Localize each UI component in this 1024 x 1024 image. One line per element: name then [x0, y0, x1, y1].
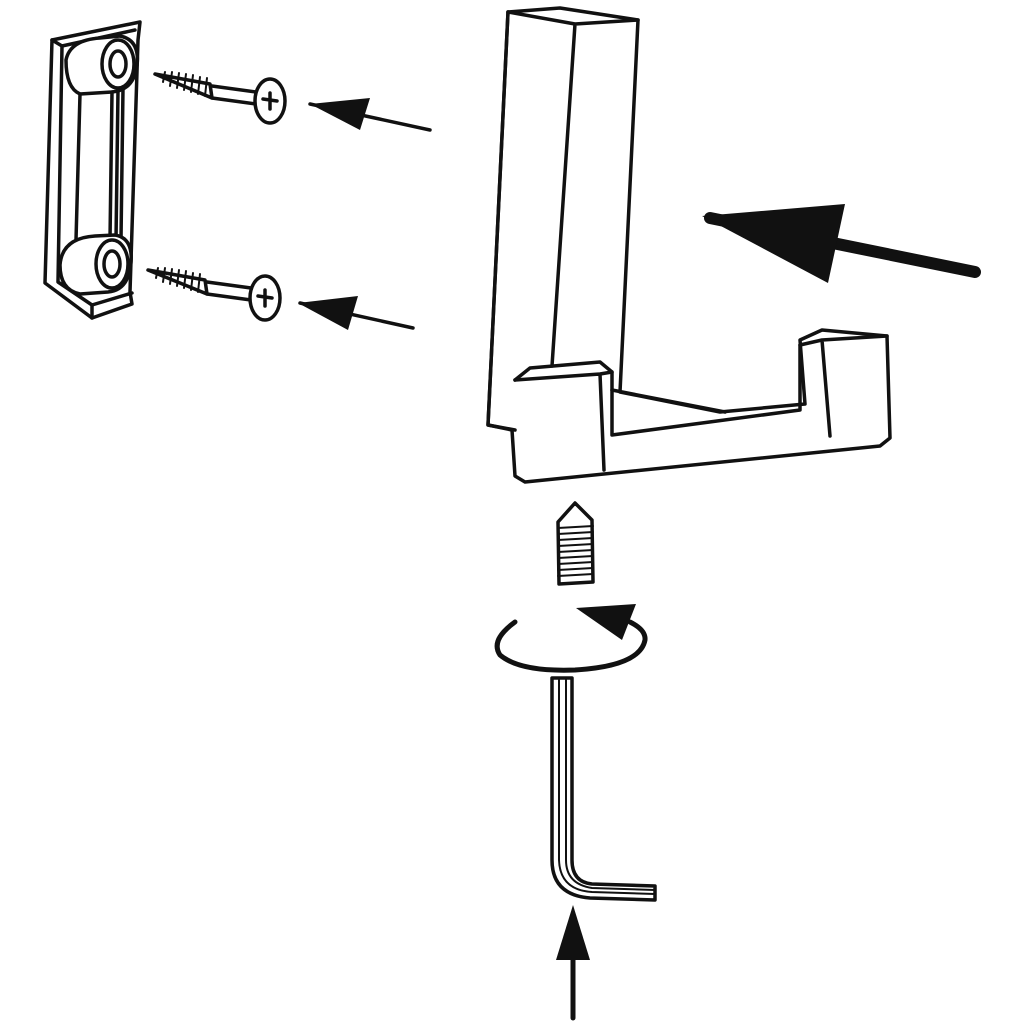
arrow-head: [298, 296, 358, 330]
double-hook: [486, 6, 981, 484]
arrow-head: [702, 204, 845, 283]
rotate-clockwise-icon: [494, 604, 648, 673]
wood-screw: [146, 267, 415, 330]
arrow-head: [310, 98, 370, 130]
mounting-bracket: [43, 20, 142, 320]
hex-key: [550, 676, 657, 902]
set-screw: [556, 501, 595, 586]
arrow-insert-hex-key: [556, 905, 590, 1021]
wood-screw: [153, 71, 432, 132]
